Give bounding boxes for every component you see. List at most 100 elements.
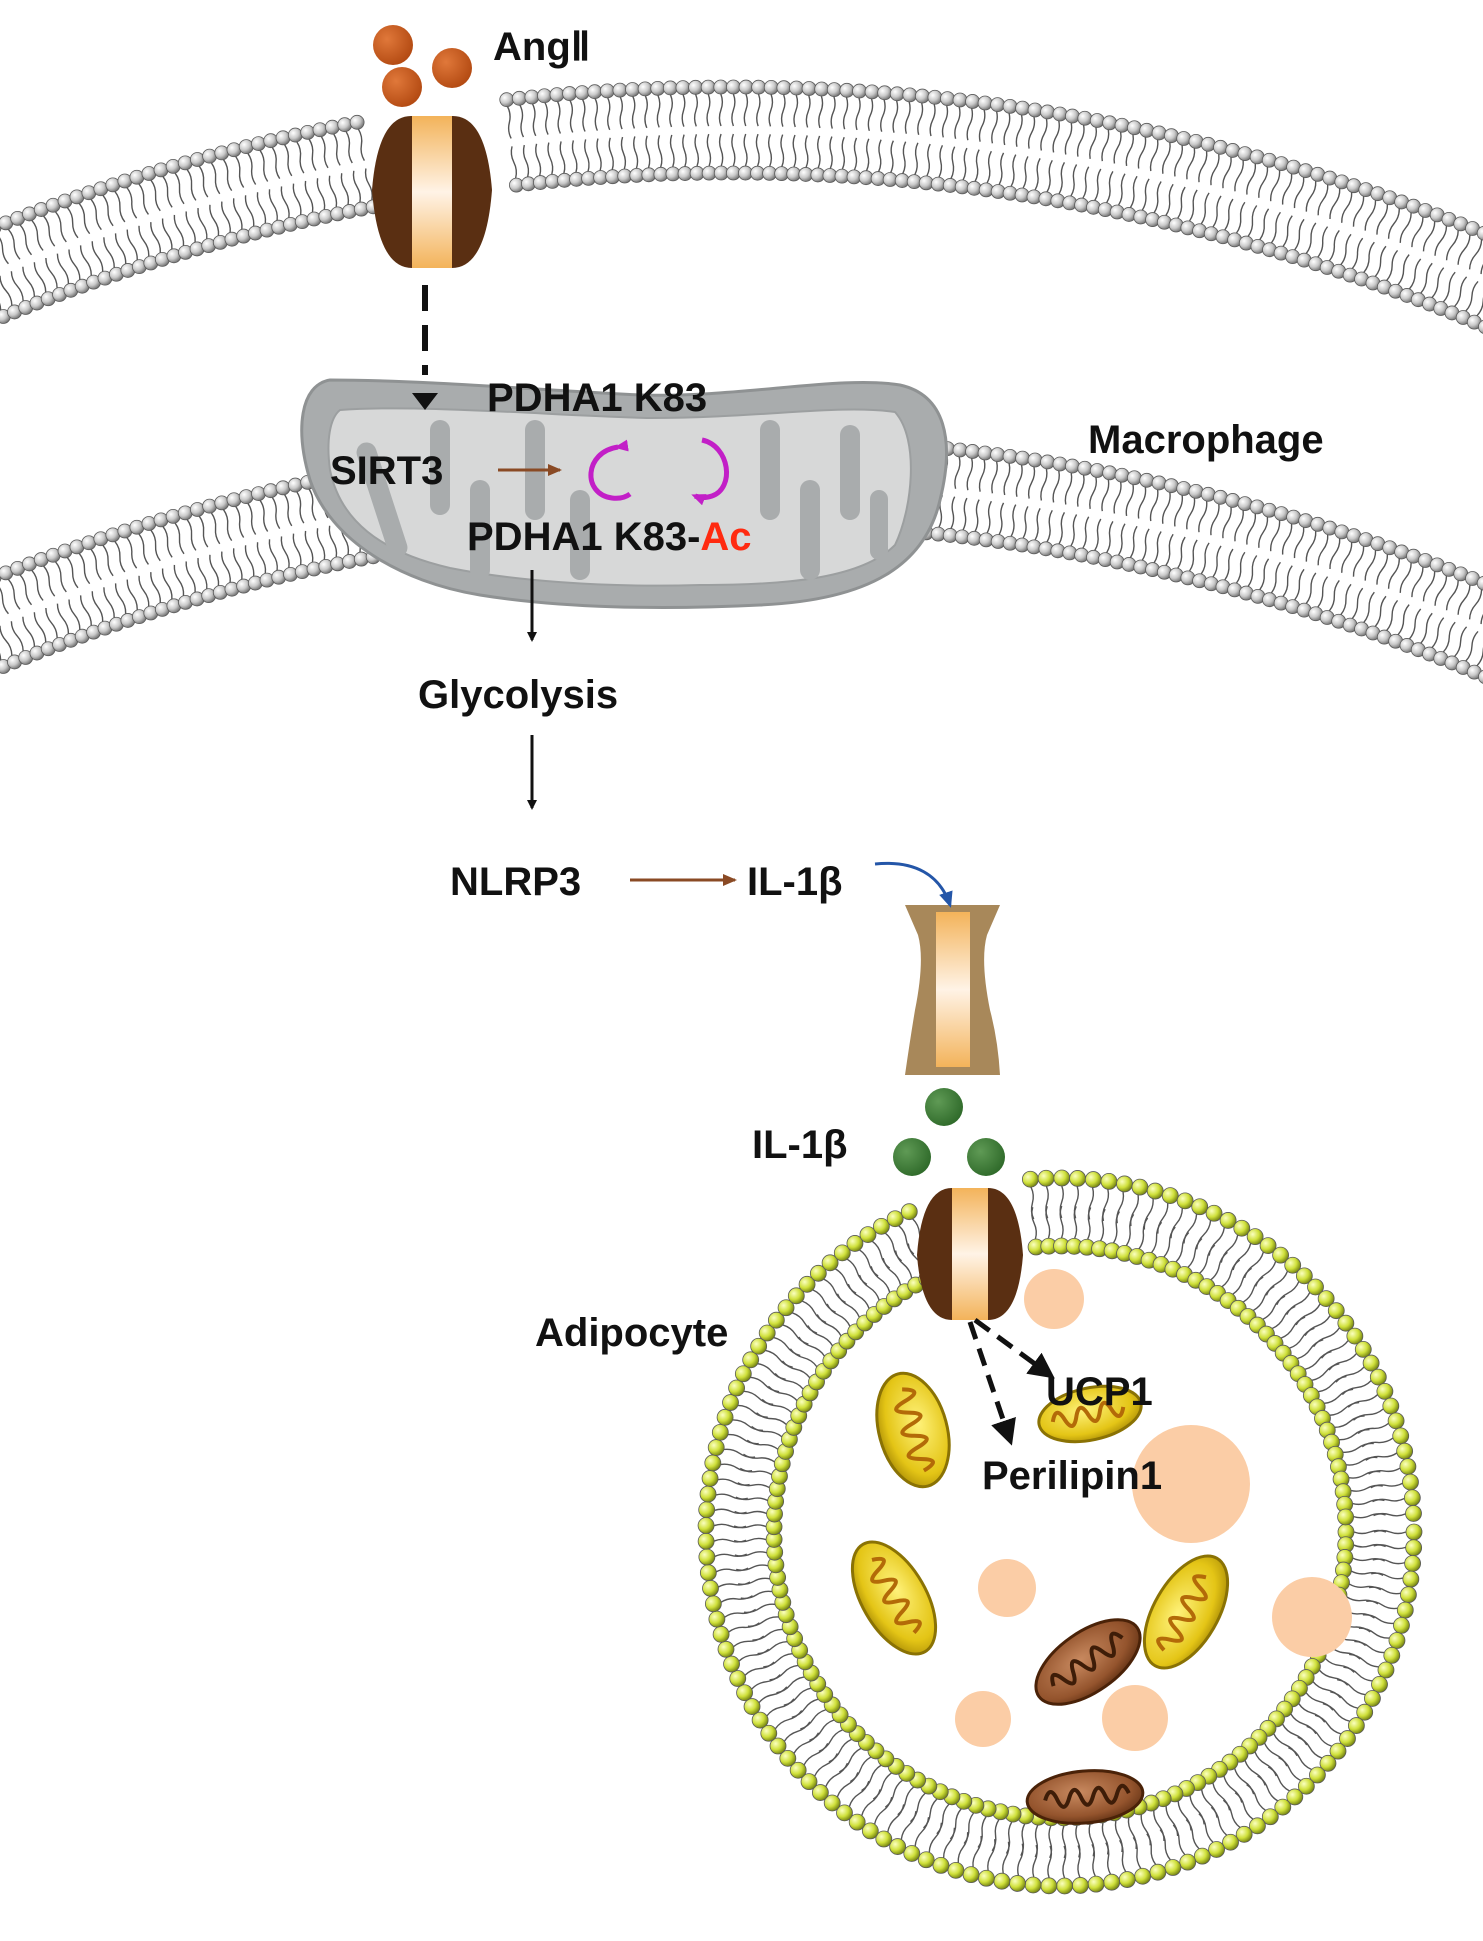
lipid-tail bbox=[1329, 188, 1341, 220]
lipid-tail bbox=[1045, 1206, 1051, 1239]
lipid-tail bbox=[1161, 142, 1171, 174]
lipid-tail bbox=[1222, 1799, 1241, 1829]
lipid-tail bbox=[978, 459, 986, 492]
lipid-tail bbox=[791, 1698, 819, 1719]
lipid-head bbox=[625, 82, 640, 97]
lipid-head bbox=[1071, 1877, 1089, 1894]
lipid-head bbox=[662, 80, 678, 96]
lipid-head bbox=[1286, 1788, 1304, 1806]
lipid-head bbox=[1356, 1703, 1374, 1721]
lipid-tail bbox=[1399, 562, 1412, 593]
lipid-tail bbox=[1408, 608, 1422, 640]
lipid-tail bbox=[271, 147, 281, 180]
lipid-tail bbox=[962, 147, 968, 181]
lipid-tail bbox=[569, 100, 574, 133]
lipid-head bbox=[1027, 102, 1043, 118]
lipid-tail bbox=[867, 98, 874, 131]
lipid-head bbox=[1396, 1601, 1414, 1619]
lipid-tail bbox=[783, 1687, 812, 1706]
lipid-head bbox=[1205, 1204, 1223, 1222]
lipid-tail bbox=[818, 95, 824, 129]
lipid-tail bbox=[1137, 487, 1147, 519]
lipid-tail bbox=[781, 1360, 811, 1379]
lipid-head bbox=[287, 127, 303, 143]
lipid-tail bbox=[1031, 1206, 1037, 1240]
lipid-head bbox=[723, 1655, 740, 1673]
lipid-tail bbox=[1328, 229, 1340, 262]
lipid-head bbox=[238, 489, 254, 505]
lipid-head bbox=[238, 139, 254, 155]
lipid-tail bbox=[894, 1250, 913, 1279]
lipid-head bbox=[1337, 1314, 1355, 1332]
lipid-head bbox=[1382, 1397, 1400, 1415]
lipid-tail bbox=[872, 1772, 892, 1800]
lipid-tail bbox=[966, 458, 974, 491]
lipid-head bbox=[738, 79, 754, 95]
lipid-tail bbox=[715, 1493, 748, 1500]
lipid-tail bbox=[126, 229, 138, 261]
lipid-head bbox=[990, 447, 1005, 463]
lipid-head bbox=[698, 1548, 716, 1566]
lipid-tail bbox=[304, 530, 314, 563]
lipid-tail bbox=[1143, 1198, 1154, 1230]
lipid-tail bbox=[738, 1648, 770, 1662]
lipid-tail bbox=[814, 1753, 839, 1777]
lipid-tail bbox=[1183, 1214, 1198, 1244]
lipid-head bbox=[836, 1804, 853, 1822]
lipid-head bbox=[1383, 1646, 1401, 1664]
lipid-head bbox=[697, 1517, 715, 1534]
lipid-tail bbox=[1305, 1692, 1334, 1711]
lipid-tail bbox=[769, 1664, 799, 1681]
lipid-tail bbox=[757, 1640, 788, 1655]
lipid-tail bbox=[198, 165, 209, 198]
lipid-tail bbox=[608, 137, 614, 170]
lipid-tail bbox=[986, 500, 992, 534]
lipid-tail bbox=[1454, 626, 1468, 657]
lipid-head bbox=[1056, 1877, 1074, 1895]
lipid-tail bbox=[1116, 1191, 1125, 1224]
lipid-tail bbox=[138, 533, 149, 565]
lipid-tail bbox=[1244, 1760, 1266, 1786]
lipid-tail bbox=[849, 1756, 872, 1783]
lipid-head bbox=[650, 80, 666, 96]
lipid-tail bbox=[1294, 218, 1305, 251]
lipid-tail bbox=[0, 587, 9, 615]
lipid-head bbox=[1002, 98, 1018, 114]
lipid-head bbox=[1225, 143, 1241, 158]
lipid-head bbox=[839, 82, 855, 98]
lipid-tail bbox=[1311, 1363, 1340, 1382]
lipid-tail bbox=[1282, 565, 1293, 597]
deacetylation-cycle-left bbox=[588, 439, 632, 501]
lipid-tail bbox=[910, 1792, 926, 1823]
lipid-tail bbox=[1129, 175, 1138, 208]
lipid-tail bbox=[828, 1738, 852, 1763]
lipid-tail bbox=[209, 554, 220, 586]
lipid-tail bbox=[1224, 198, 1234, 231]
lipid-tail bbox=[735, 1496, 769, 1502]
lipid-tail bbox=[114, 233, 127, 264]
lipid-tail bbox=[1089, 127, 1098, 159]
lipid-tail bbox=[1015, 464, 1023, 497]
lipid-head bbox=[947, 1861, 965, 1879]
lipid-tail bbox=[284, 494, 293, 527]
lipid-tail bbox=[1352, 1498, 1385, 1506]
lipid-tail bbox=[1174, 145, 1184, 177]
lipid-head bbox=[1193, 1847, 1211, 1865]
lipid-tail bbox=[767, 1385, 798, 1402]
lipid-tail bbox=[45, 257, 58, 288]
lipid-head bbox=[1087, 1875, 1105, 1893]
lipid-tail bbox=[974, 499, 980, 532]
lipid-tail bbox=[957, 1832, 969, 1863]
lipid-head bbox=[1040, 454, 1055, 470]
lipid-tail bbox=[880, 99, 886, 132]
lipid-head bbox=[1400, 1586, 1417, 1604]
lipid-head bbox=[1371, 1676, 1388, 1693]
lipid-tail bbox=[1140, 1814, 1151, 1846]
deacetylation-cycle-right bbox=[691, 437, 729, 506]
lipid-tail bbox=[1087, 1207, 1092, 1240]
lipid-head bbox=[349, 114, 365, 130]
mitochondrion-yellow bbox=[1037, 1384, 1143, 1444]
mitochondrion-brown bbox=[1025, 1769, 1145, 1825]
nlrp3-label: NLRP3 bbox=[450, 860, 581, 904]
lipid-head bbox=[742, 1351, 760, 1369]
